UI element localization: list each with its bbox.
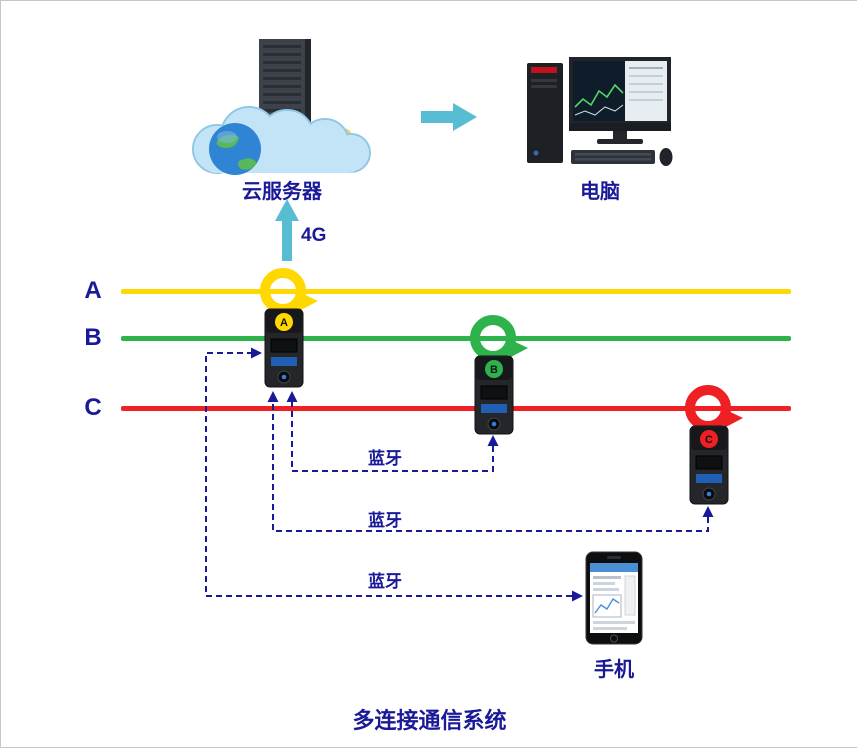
monitor-icon [569, 57, 671, 144]
diagram-title: 多连接通信系统 [352, 708, 507, 733]
computer-graphic [527, 57, 673, 166]
clamp-button-dot [281, 374, 287, 380]
phase-line-a [121, 289, 791, 294]
clamp-ring-icon [470, 315, 516, 361]
clamp-button-dot [706, 491, 712, 497]
phase-label-c: C [84, 394, 102, 421]
clamp-badge-letter: A [280, 317, 288, 329]
phase-label-a: A [84, 277, 102, 304]
cloud-to-computer-arrow [421, 103, 477, 131]
clamp-button-dot [491, 421, 497, 427]
clamp-badge [275, 313, 293, 331]
bluetooth-label-1: 蓝牙 [368, 449, 402, 468]
clamp-ring-icon [260, 268, 306, 314]
right-arrow-icon [421, 103, 477, 131]
clamp-badge-letter: C [705, 434, 713, 446]
4g-uplink-arrow [275, 199, 299, 261]
keyboard-icon [571, 150, 655, 164]
cloud-server-graphic [192, 39, 371, 175]
phone-speaker [607, 556, 621, 559]
pc-tower-icon [527, 63, 563, 163]
phone-label: 手机 [594, 659, 634, 681]
clamp-screen [695, 455, 723, 470]
clamp-brand-band [271, 357, 297, 366]
bluetooth-label-2: 蓝牙 [368, 511, 402, 530]
clamp-brand-band [696, 474, 722, 483]
clamp-brand-band [481, 404, 507, 413]
phone-screen [590, 563, 638, 633]
clamp-screen [270, 338, 298, 353]
phone-graphic [585, 551, 643, 645]
cloud-server-label: 云服务器 [242, 181, 322, 203]
clamp-ring-icon [685, 385, 731, 431]
4g-label: 4G [301, 225, 327, 246]
mouse-icon [659, 148, 673, 166]
computer-label: 电脑 [580, 181, 620, 203]
clamp-screen [480, 385, 508, 400]
phone-home-button [610, 634, 618, 643]
phase-line-b [121, 336, 791, 341]
clamp-badge-letter: B [490, 364, 498, 376]
up-arrow-icon [275, 199, 299, 261]
clamp-meter-a: A [260, 268, 318, 388]
globe-icon [209, 123, 261, 175]
bluetooth-label-3: 蓝牙 [368, 572, 402, 591]
clamp-meter-c: C [685, 385, 743, 505]
phase-label-b: B [84, 324, 102, 351]
clamp-meter-b: B [470, 315, 528, 435]
